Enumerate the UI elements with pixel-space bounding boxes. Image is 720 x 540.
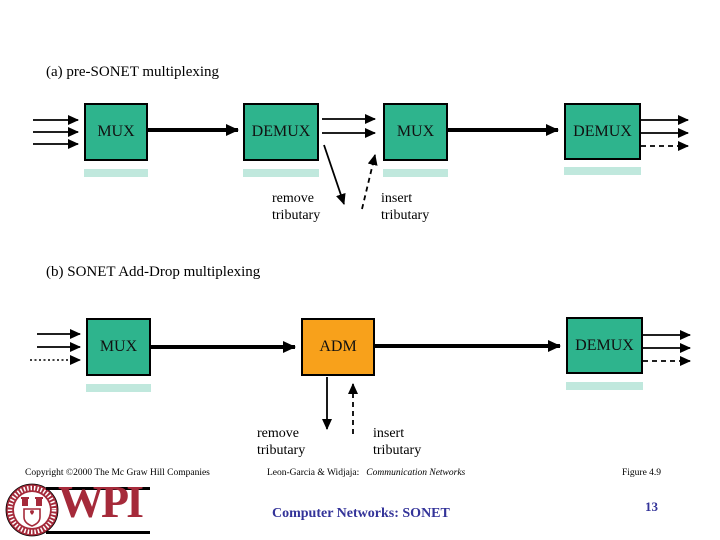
figure-label: Figure 4.9: [622, 468, 662, 478]
box-shadow-artifact: [383, 169, 448, 177]
demux-box-a1: DEMUX: [243, 103, 319, 161]
box-shadow-artifact: [566, 382, 643, 390]
wpi-logo-bottom-bar: [46, 531, 150, 534]
remove-tributary-arrow: [323, 144, 346, 205]
insert-tributary-label-a: insert tributary: [381, 191, 430, 223]
adm-box-b: ADM: [301, 318, 375, 376]
citation-book-title: Communication Networks: [366, 468, 466, 478]
copyright-text: Copyright ©2000 The Mc Graw Hill Compani…: [25, 468, 210, 478]
box-shadow-artifact: [84, 169, 148, 177]
section-b-title: (b) SONET Add-Drop multiplexing: [46, 264, 261, 280]
citation: Leon-Garcia & Widjaja: Communication Netw…: [267, 468, 465, 478]
demux-box-b: DEMUX: [566, 317, 643, 374]
box-shadow-artifact: [564, 167, 641, 175]
remove-tributary-label-a: remove tributary: [272, 191, 321, 223]
wpi-logo-text: WPI: [58, 476, 144, 527]
remove-tributary-label-b: remove tributary: [257, 426, 306, 458]
citation-authors: Leon-Garcia & Widjaja:: [267, 468, 360, 478]
page-number: 13: [645, 499, 658, 514]
box-shadow-artifact: [243, 169, 319, 177]
demux-box-a2: DEMUX: [564, 103, 641, 160]
course-title: Computer Networks: SONET: [272, 506, 450, 521]
insert-tributary-label-b: insert tributary: [373, 426, 422, 458]
wpi-logo-top-bar: [46, 487, 150, 490]
wpi-logo: WPI: [5, 476, 155, 538]
box-shadow-artifact: [86, 384, 151, 392]
insert-tributary-arrow: [361, 154, 378, 210]
wpi-seal-icon: [5, 483, 59, 537]
mux-box-a2: MUX: [383, 103, 448, 161]
mux-box-b: MUX: [86, 318, 151, 376]
mux-box-a1: MUX: [84, 103, 148, 161]
section-a-title: (a) pre-SONET multiplexing: [46, 64, 220, 80]
